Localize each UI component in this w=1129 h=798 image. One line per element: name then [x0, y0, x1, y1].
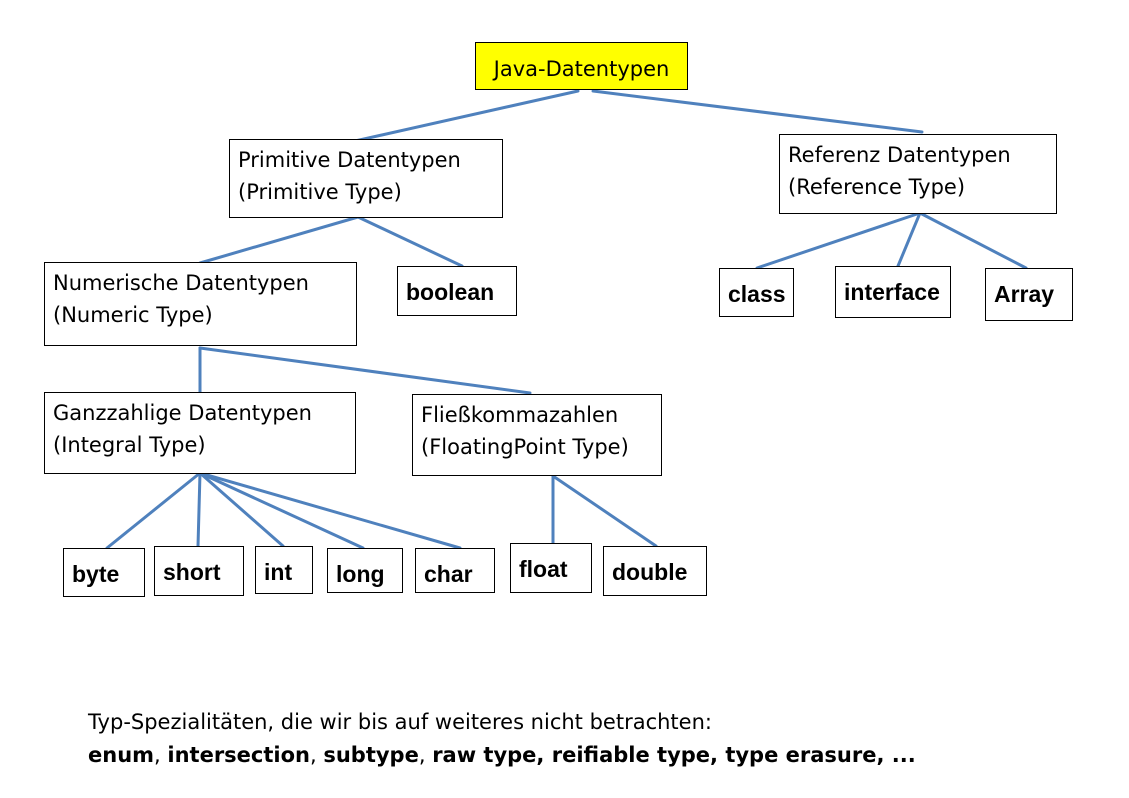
type-char-node: char: [415, 548, 495, 593]
footnote-item: enum: [88, 743, 155, 767]
type-interface-node: interface: [835, 266, 951, 318]
reference-types-sublabel: (Reference Type): [788, 175, 966, 199]
floating-types-node: Fließkommazahlen (FloatingPoint Type): [412, 394, 662, 476]
footnote-item: subtype: [323, 743, 419, 767]
footnote-intro: Typ-Spezialitäten, die wir bis auf weite…: [88, 710, 712, 734]
type-char-label: char: [424, 561, 473, 587]
edge-root-primitive: [353, 89, 580, 143]
edge-reference-interface: [896, 211, 922, 268]
edge-integral-byte: [105, 471, 202, 550]
reference-types-node: Referenz Datentypen (Reference Type): [779, 134, 1057, 214]
footnote-item: intersection: [167, 743, 310, 767]
reference-types-label: Referenz Datentypen: [788, 143, 1011, 167]
root-label: Java-Datentypen: [493, 57, 670, 81]
integral-types-sublabel: (Integral Type): [53, 433, 206, 457]
type-int-node: int: [255, 546, 313, 594]
footnote-separator: ,: [309, 743, 324, 767]
footnote-separator: ,: [154, 743, 168, 767]
edge-integral-int: [198, 471, 285, 548]
type-int-label: int: [264, 559, 293, 585]
type-long-label: long: [336, 561, 385, 587]
type-double-label: double: [612, 559, 688, 585]
numeric-types-node: Numerische Datentypen (Numeric Type): [44, 262, 357, 346]
edge-numeric-floating: [198, 346, 532, 395]
edge-integral-long: [198, 471, 365, 550]
edge-reference-class: [755, 211, 922, 270]
type-class-node: class: [719, 268, 794, 317]
primitive-types-node: Primitive Datentypen (Primitive Type): [229, 139, 503, 218]
primitive-types-label: Primitive Datentypen: [238, 148, 461, 172]
integral-types-node: Ganzzahlige Datentypen (Integral Type): [44, 392, 356, 474]
footnote: Typ-Spezialitäten, die wir bis auf weite…: [88, 706, 916, 772]
boolean-node: boolean: [397, 266, 517, 316]
integral-types-label: Ganzzahlige Datentypen: [53, 401, 312, 425]
edge-reference-array: [918, 211, 1028, 270]
edge-integral-char: [198, 471, 462, 550]
type-class-label: class: [728, 281, 786, 307]
primitive-types-sublabel: (Primitive Type): [238, 180, 402, 204]
type-short-node: short: [154, 546, 244, 596]
boolean-label: boolean: [406, 279, 495, 305]
edge-floating-double: [551, 474, 658, 548]
floating-types-sublabel: (FloatingPoint Type): [421, 435, 629, 459]
numeric-types-sublabel: (Numeric Type): [53, 303, 213, 327]
type-float-label: float: [519, 556, 568, 582]
type-array-node: Array: [985, 268, 1073, 321]
footnote-item: raw type, reifiable type, type erasure, …: [432, 743, 916, 767]
type-interface-label: interface: [844, 279, 940, 305]
floating-types-label: Fließkommazahlen: [421, 403, 619, 427]
edge-integral-short: [196, 471, 202, 548]
type-double-node: double: [603, 546, 707, 596]
type-float-node: float: [510, 543, 592, 593]
edge-primitive-numeric: [198, 215, 360, 265]
type-short-label: short: [163, 559, 221, 585]
type-array-label: Array: [994, 281, 1055, 307]
edge-primitive-boolean: [356, 215, 464, 268]
type-long-node: long: [327, 548, 403, 593]
edge-root-reference: [591, 89, 924, 134]
root-node: Java-Datentypen: [475, 42, 688, 90]
numeric-types-label: Numerische Datentypen: [53, 271, 309, 295]
type-byte-label: byte: [72, 561, 120, 587]
type-byte-node: byte: [63, 548, 145, 597]
footnote-separator: ,: [418, 743, 433, 767]
footnote-list: enum, intersection, subtype, raw type, r…: [88, 739, 916, 772]
